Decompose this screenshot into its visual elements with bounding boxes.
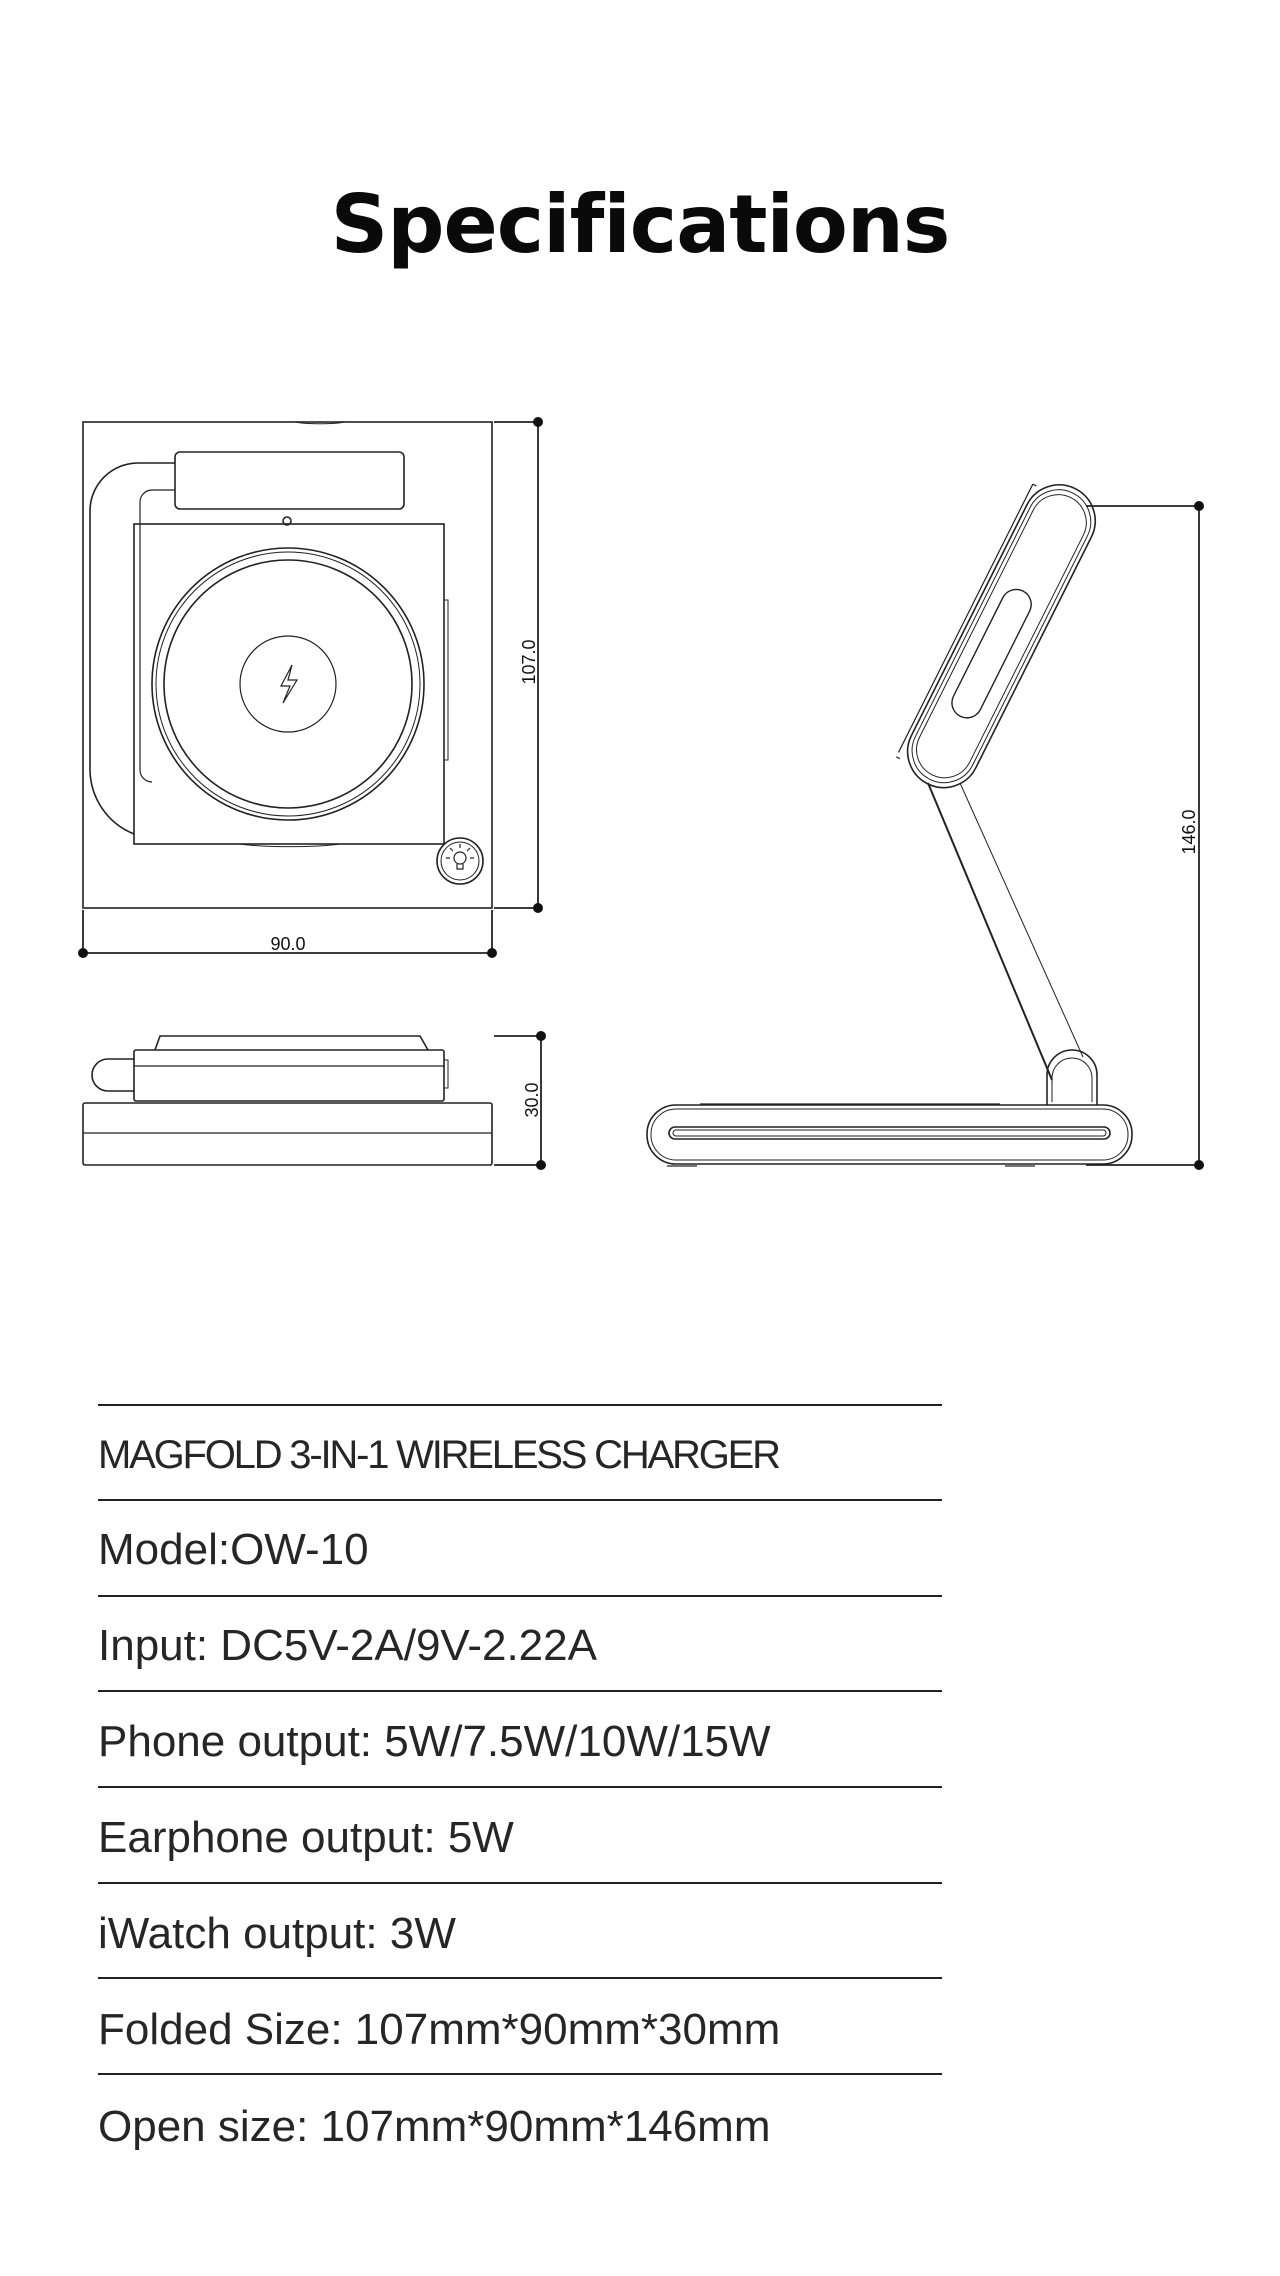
spec-input: Input: DC5V-2A/9V-2.22A bbox=[98, 1621, 597, 1670]
open-side-view-drawing: 146.0 bbox=[646, 483, 1204, 1170]
folded-thickness-label: 30.0 bbox=[522, 1082, 542, 1117]
divider bbox=[98, 1595, 942, 1597]
spec-earphone-output: Earphone output: 5W bbox=[98, 1813, 514, 1862]
spec-open-size: Open size: 107mm*90mm*146mm bbox=[98, 2102, 771, 2151]
divider bbox=[98, 1404, 942, 1406]
front-width-label: 90.0 bbox=[270, 934, 305, 954]
open-height-label: 146.0 bbox=[1179, 809, 1199, 854]
spec-model: Model:OW-10 bbox=[98, 1525, 369, 1574]
divider bbox=[98, 2073, 942, 2075]
spec-product-name: MAGFOLD 3-IN-1 WIRELESS CHARGER bbox=[98, 1433, 781, 1477]
front-view-drawing: 107.0 90.0 bbox=[78, 417, 543, 958]
page-title: Specifications bbox=[330, 178, 951, 271]
spec-phone-output: Phone output: 5W/7.5W/10W/15W bbox=[98, 1717, 771, 1766]
folded-side-view-drawing: 30.0 bbox=[82, 1031, 546, 1170]
divider bbox=[98, 1882, 942, 1884]
front-height-label: 107.0 bbox=[519, 639, 539, 684]
divider bbox=[98, 1977, 942, 1979]
divider bbox=[98, 1499, 942, 1501]
lightning-icon bbox=[280, 664, 299, 704]
spec-folded-size: Folded Size: 107mm*90mm*30mm bbox=[98, 2005, 781, 2054]
divider bbox=[98, 1786, 942, 1788]
divider bbox=[98, 1690, 942, 1692]
technical-drawings: 107.0 90.0 30.0 bbox=[78, 417, 1204, 1170]
light-bulb-icon bbox=[436, 837, 484, 885]
spec-iwatch-output: iWatch output: 3W bbox=[98, 1909, 456, 1958]
